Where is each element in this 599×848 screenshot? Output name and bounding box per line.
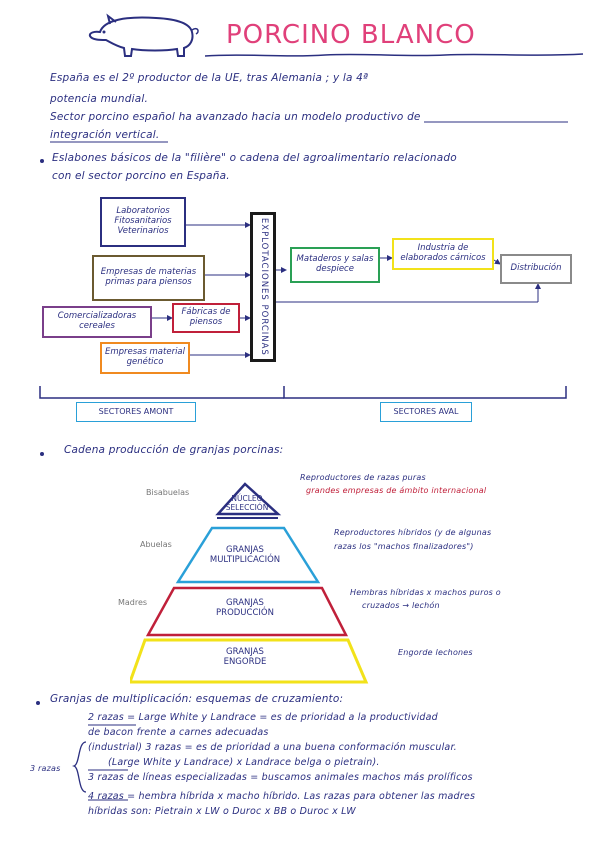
slaughter-box: Mataderos y salas despiece — [290, 247, 380, 283]
side-label-3: Madres — [118, 598, 148, 607]
pyramid — [130, 482, 369, 684]
section3-line-4: (industrial) 3 razas = es de prioridad a… — [88, 742, 457, 753]
intro-line-1: España es el 2º productor de la UE, tras… — [50, 72, 369, 84]
intro-underline — [50, 121, 568, 143]
section3-line-1: Granjas de multiplicación: esquemas de c… — [50, 693, 344, 705]
note-2-line-2: razas los "machos finalizadores") — [334, 542, 474, 551]
intro-line-4: integración vertical. — [50, 129, 160, 141]
note-3-line-1: Hembras híbridas x machos puros o — [350, 588, 501, 597]
section3-line-5: (Large White y Landrace) x Landrace belg… — [108, 757, 380, 768]
pyramid-level-4-l1: GRANJAS — [226, 647, 264, 657]
section2-line: Cadena producción de granjas porcinas: — [64, 444, 284, 456]
pyramid-level-1-l2: SELECCIÓN — [225, 503, 269, 512]
section3-line-7: 4 razas = hembra híbrida x macho híbrido… — [88, 791, 476, 802]
lab-box: Laboratorios Fitosanitarios Veterinarios — [100, 197, 186, 247]
title-underline — [205, 53, 584, 57]
bullet-3 — [36, 701, 40, 705]
pyramid-level-3-l2: PRODUCCIÓN — [216, 608, 274, 619]
section3-line-2: 2 razas = Large White y Landrace = es de… — [88, 712, 438, 723]
downstream-label: SECTORES AVAL — [380, 402, 472, 422]
section1-line-2: con el sector porcino en España. — [52, 170, 230, 182]
farms-box: EXPLOTACIONES PORCINAS — [250, 212, 276, 362]
brace-label: 3 razas — [30, 764, 61, 773]
note-1-line-1: Reproductores de razas puras — [300, 473, 426, 482]
note-1-line-2: grandes empresas de ámbito internacional — [306, 486, 487, 495]
bullet-1 — [40, 159, 44, 163]
page-title: PORCINO BLANCO — [226, 20, 476, 50]
note-3-line-2: cruzados → lechón — [362, 601, 440, 610]
raw-materials-box: Empresas de materias primas para piensos — [92, 255, 205, 301]
feed-factory-box: Fábricas de piensos — [172, 303, 240, 333]
section1-line-1: Eslabones básicos de la "filière" o cade… — [52, 152, 457, 164]
flow-arrows — [39, 222, 567, 399]
pyramid-level-2-l1: GRANJAS — [226, 545, 264, 555]
pig-illustration — [88, 13, 199, 57]
genetics-box: Empresas material genético — [100, 342, 190, 374]
distribution-box: Distribución — [500, 254, 572, 284]
section3-underlines — [88, 724, 136, 801]
bullet-2 — [40, 452, 44, 456]
note-4-line-1: Engorde lechones — [398, 648, 473, 657]
pyramid-level-4-l2: ENGORDE — [223, 657, 267, 668]
intro-line-2: potencia mundial. — [50, 93, 148, 105]
section3-line-8: híbridas son: Pietrain x LW o Duroc x BB… — [88, 806, 356, 817]
section3-line-6: 3 razas de líneas especializadas = busca… — [88, 772, 473, 783]
intro-line-3: Sector porcino español ha avanzado hacia… — [50, 111, 421, 123]
pyramid-level-3-l1: GRANJAS — [226, 598, 264, 608]
pyramid-level-3-label: GRANJAS PRODUCCIÓN — [190, 598, 300, 618]
note-2-line-1: Reproductores híbridos (y de algunas — [334, 528, 492, 537]
section3-line-3: de bacon frente a carnes adecuadas — [88, 727, 269, 738]
pyramid-level-1-l1: NÚCLEO — [231, 494, 263, 503]
side-label-1: Bisabuelas — [146, 488, 190, 497]
upstream-label: SECTORES AMONT — [76, 402, 196, 422]
brace — [72, 741, 87, 793]
farms-label: EXPLOTACIONES PORCINAS — [258, 218, 269, 356]
pyramid-level-2-label: GRANJAS MULTIPLICACIÓN — [190, 545, 300, 565]
side-label-2: Abuelas — [140, 540, 172, 549]
industry-box: Industria de elaborados cárnicos — [392, 238, 494, 270]
cereals-box: Comercializadoras cereales — [42, 306, 152, 338]
pyramid-level-1-label: NÚCLEO SELECCIÓN — [212, 494, 282, 512]
pyramid-level-2-l2: MULTIPLICACIÓN — [209, 555, 281, 566]
pyramid-level-4-label: GRANJAS ENGORDE — [190, 647, 300, 667]
